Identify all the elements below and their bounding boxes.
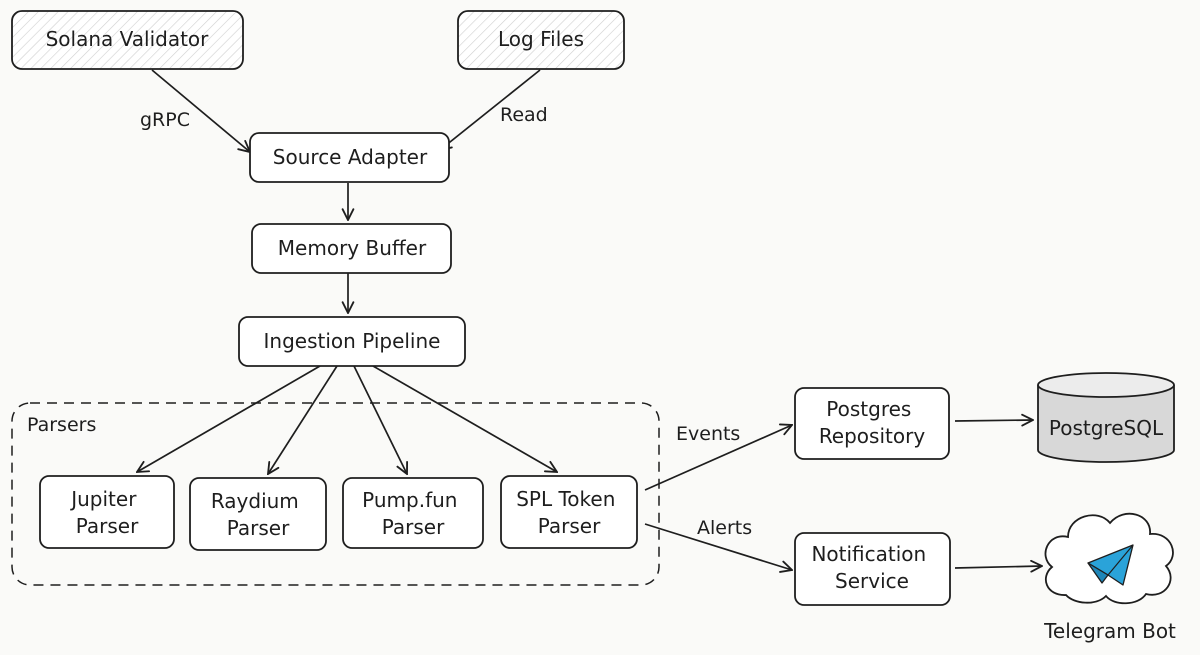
edge-label-events: Events [676, 423, 740, 445]
raydium-parser-label-line1: Raydium [211, 489, 299, 513]
spl-token-parser-node[interactable]: SPL Token Parser [500, 475, 638, 549]
svg-text:Raydium Parser: Raydium Parser [211, 489, 305, 540]
spl-token-parser-label-line2: Parser [538, 514, 601, 538]
source-adapter-label: Source Adapter [273, 145, 428, 169]
svg-text:Pump.fun Parser: Pump.fun Parser [362, 488, 464, 539]
postgres-repository-node[interactable]: Postgres Repository [794, 387, 950, 460]
jupiter-parser-label-line1: Jupiter [69, 487, 137, 511]
raydium-parser-node[interactable]: Raydium Parser [189, 477, 327, 551]
edges [137, 69, 1042, 570]
parsers-group: Parsers [11, 402, 660, 586]
postgresql-label: PostgreSQL [1049, 416, 1164, 440]
telegram-bot-label: Telegram Bot [1043, 619, 1176, 643]
svg-text:Postgres Repository: Postgres Repository [819, 397, 926, 448]
postgresql-database-node[interactable]: PostgreSQL [1037, 372, 1175, 463]
raydium-parser-label-line2: Parser [227, 516, 290, 540]
edge-logfiles-to-adapter [440, 69, 541, 150]
pumpfun-parser-node[interactable]: Pump.fun Parser [342, 477, 484, 549]
solana-validator-label: Solana Validator [46, 27, 210, 51]
notification-service-label-line2: Service [835, 569, 909, 593]
edge-spl-to-repository [644, 425, 792, 491]
spl-token-parser-label-line1: SPL Token [516, 487, 615, 511]
ingestion-pipeline-node[interactable]: Ingestion Pipeline [238, 316, 466, 367]
memory-buffer-label: Memory Buffer [278, 236, 427, 260]
svg-text:Notification Service: Notification Service [811, 542, 932, 593]
source-adapter-node[interactable]: Source Adapter [249, 132, 450, 183]
solana-validator-node[interactable]: Solana Validator [11, 10, 244, 70]
jupiter-parser-label-line2: Parser [76, 514, 139, 538]
telegram-paper-plane-icon [1087, 544, 1134, 586]
pumpfun-parser-label-line1: Pump.fun [362, 488, 457, 512]
log-files-node[interactable]: Log Files [457, 10, 625, 70]
notification-service-label-line1: Notification [811, 542, 926, 566]
edge-label-alerts: Alerts [697, 517, 752, 539]
edge-pipeline-to-spl [372, 365, 557, 472]
svg-text:Jupiter Parser: Jupiter Parser [69, 487, 143, 538]
edge-label-read: Read [500, 104, 548, 126]
memory-buffer-node[interactable]: Memory Buffer [251, 223, 452, 274]
telegram-bot-node[interactable]: Telegram Bot [1043, 512, 1176, 643]
edge-pipeline-to-jupiter [137, 365, 321, 472]
edge-label-grpc: gRPC [140, 109, 190, 131]
edge-notification-to-telegram [954, 566, 1042, 568]
edge-spl-to-notification [644, 523, 792, 570]
postgres-repository-label-line2: Repository [819, 424, 926, 448]
edge-pipeline-to-raydium [268, 365, 338, 474]
edge-repository-to-postgresql [954, 420, 1033, 421]
jupiter-parser-node[interactable]: Jupiter Parser [39, 475, 175, 549]
postgres-repository-label-line1: Postgres [826, 397, 911, 421]
notification-service-node[interactable]: Notification Service [794, 532, 951, 606]
log-files-label: Log Files [498, 27, 584, 51]
parsers-group-label: Parsers [27, 414, 96, 436]
edge-pipeline-to-pumpfun [353, 365, 407, 474]
edge-validator-to-adapter [151, 69, 250, 152]
svg-text:SPL Token Parser: SPL Token Parser [516, 487, 622, 538]
ingestion-pipeline-label: Ingestion Pipeline [264, 329, 441, 353]
pumpfun-parser-label-line2: Parser [382, 515, 445, 539]
